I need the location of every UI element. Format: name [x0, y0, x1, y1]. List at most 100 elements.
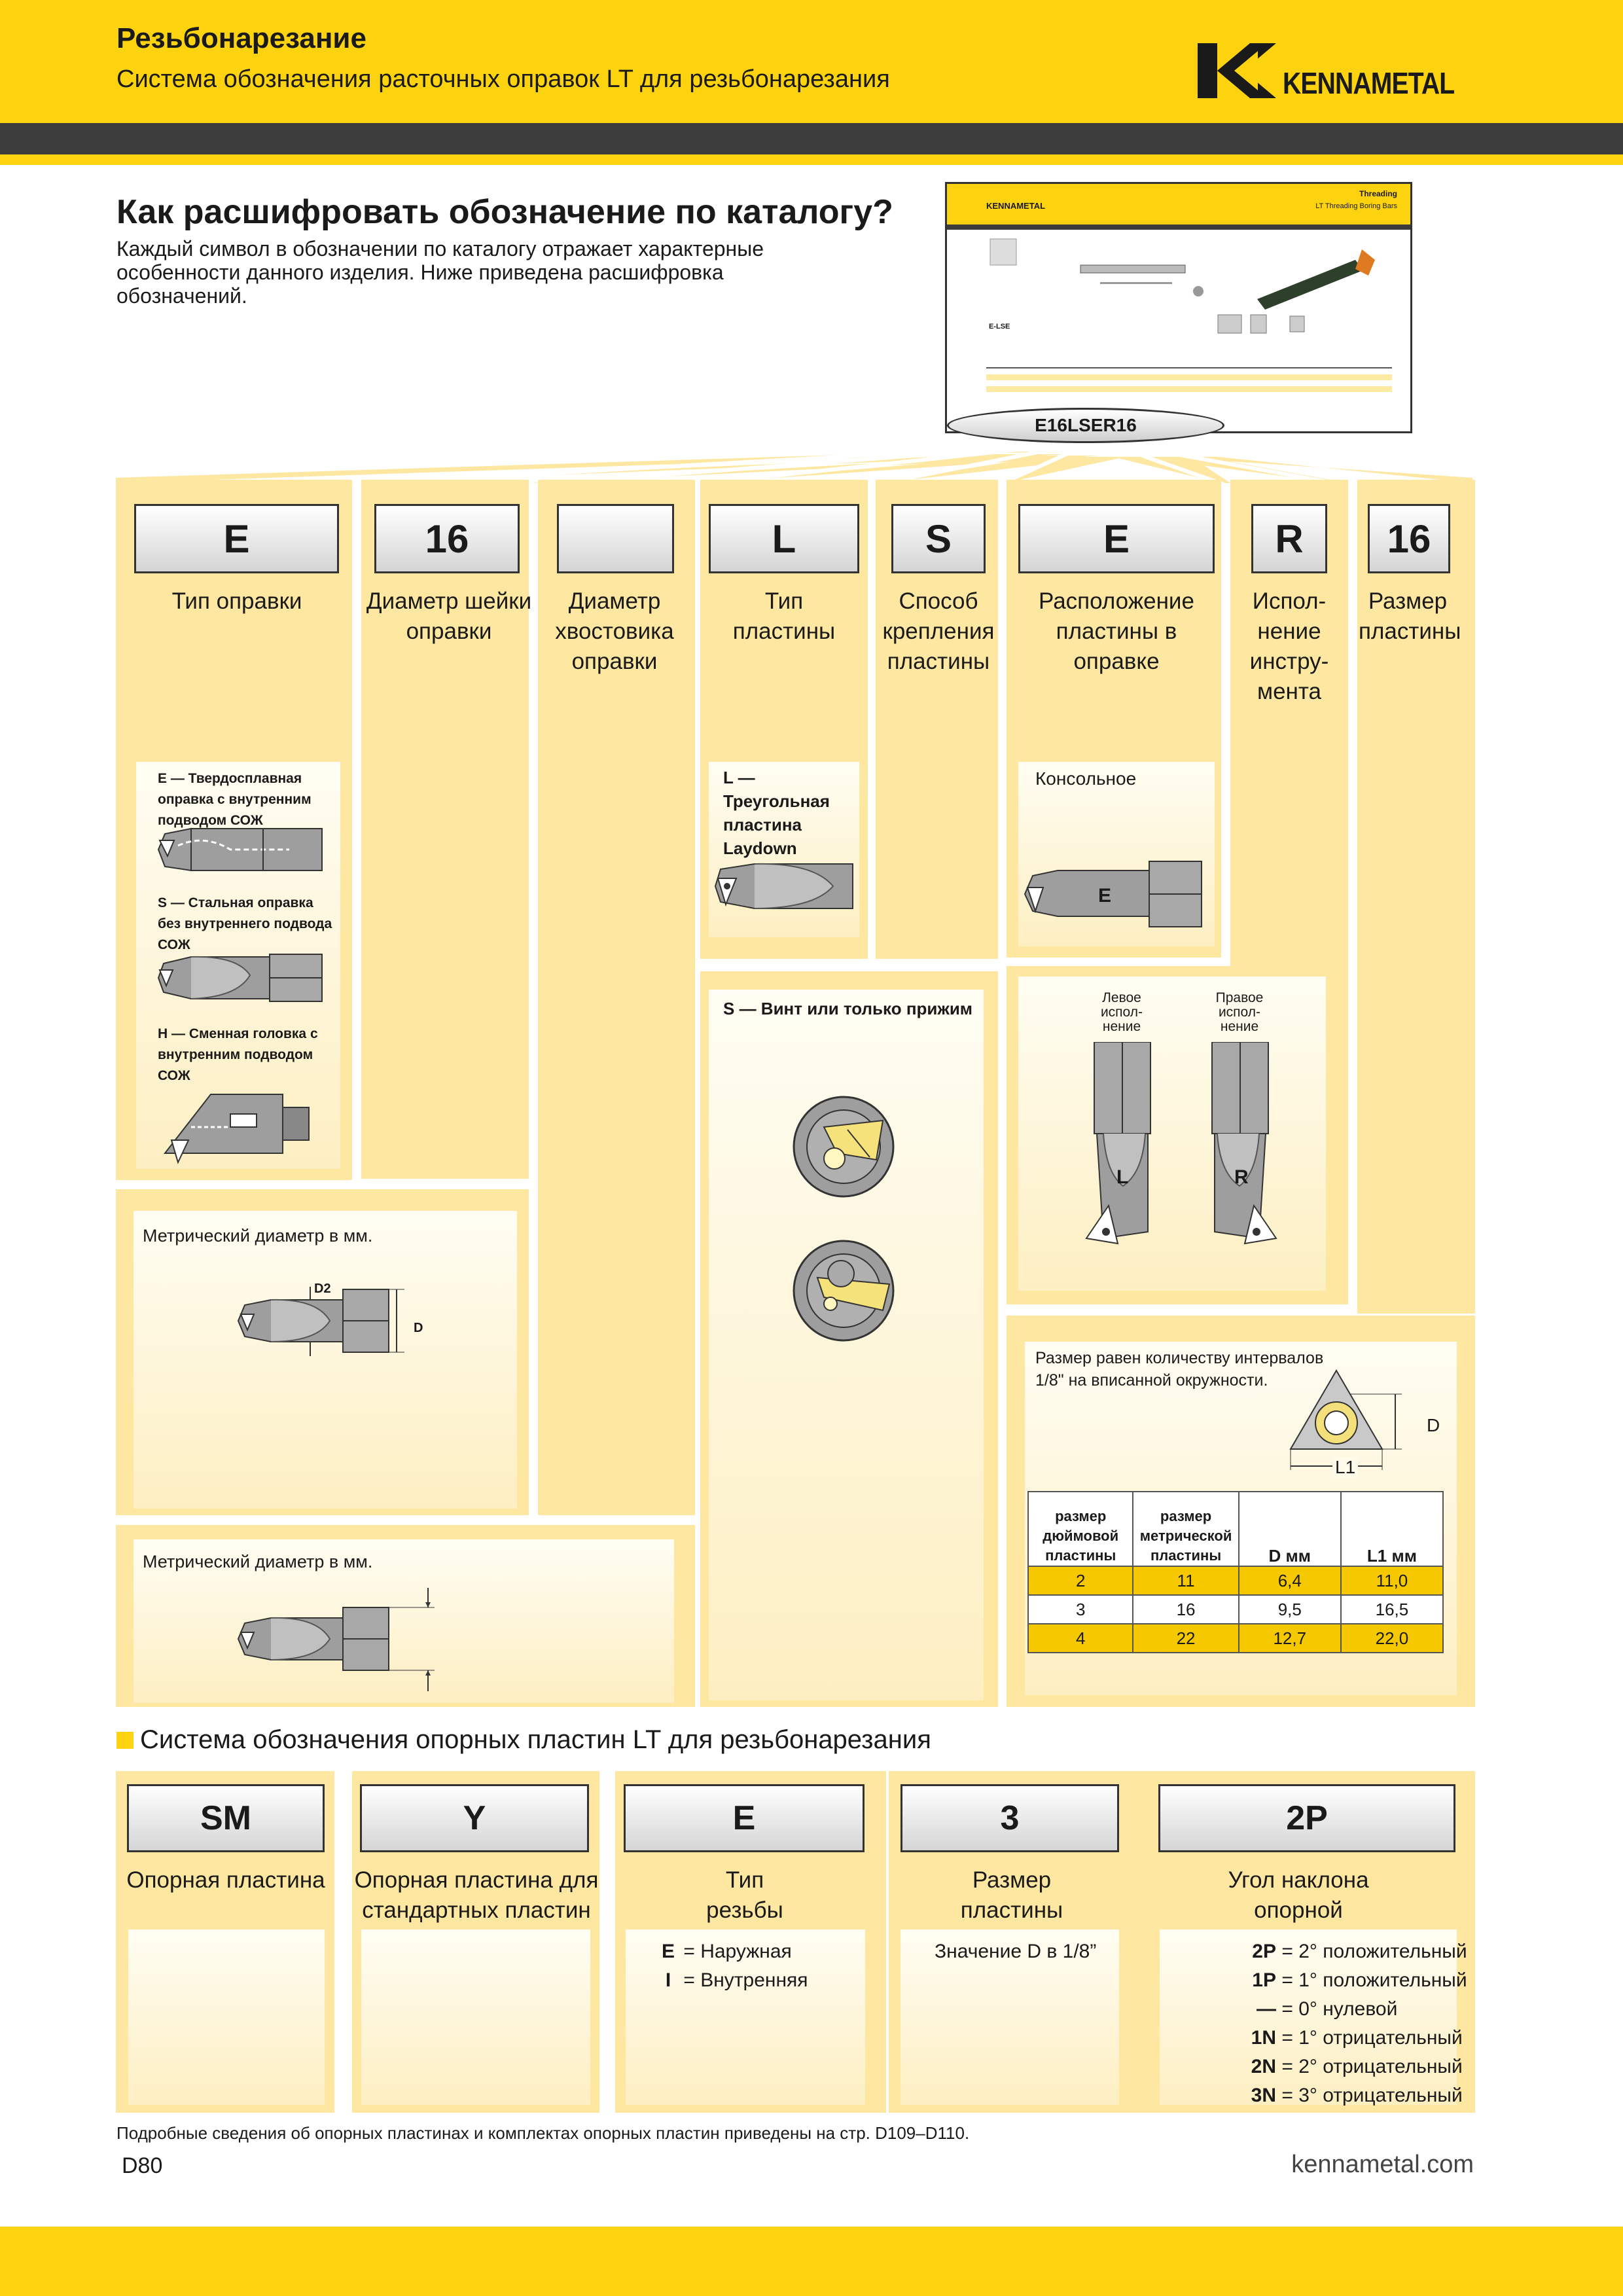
laydown-insert-icon [714, 863, 853, 909]
steel-bar-icon [157, 954, 323, 1002]
insert-l1-label: L1 [1332, 1457, 1359, 1478]
position-text: Консольное [1035, 768, 1137, 789]
shim-code-3: 3 [901, 1784, 1119, 1852]
table-cell: 16,5 [1340, 1594, 1444, 1624]
angle-key: 1P [1252, 1969, 1276, 1991]
clamping-panel: S — Винт или только прижим [709, 990, 984, 1700]
catalog-preview: KENNAMETAL Threading LT Threading Boring… [945, 182, 1412, 443]
kennametal-wordmark: KENNAMETAL [1283, 66, 1455, 100]
designation-text: E16LSER16 [1035, 415, 1137, 435]
label-insert-size: Размер пластины [1359, 588, 1461, 644]
label-clamping: Способ крепления пластины [882, 588, 995, 674]
page-number: D80 [122, 2153, 163, 2178]
preview-brand: KENNAMETAL [986, 201, 1046, 211]
overhung-bar-icon [1024, 861, 1202, 927]
label-insert-type: Тип пластины [732, 588, 836, 644]
footer-bar [0, 2227, 1623, 2296]
carbide-bar-icon [157, 827, 323, 872]
insert-size-panel: Размер равен количеству интервалов 1/8" … [1025, 1342, 1457, 1695]
shim-code-e: E [624, 1784, 865, 1852]
code-box-insert-type: L [709, 504, 859, 573]
angle-row: 2N = 2° отрицательный [1243, 2053, 1463, 2081]
shim-label-e: Тип резьбы [706, 1867, 783, 1923]
preview-subtitle: LT Threading Boring Bars [1315, 202, 1397, 210]
clamp-only-icon [793, 1240, 895, 1342]
thread-type-panel: E = Наружная I = Внутренняя [626, 1929, 865, 2105]
insert-type-panel: L — Треугольная пластина Laydown [709, 762, 859, 937]
insert-type-text: L — Треугольная пластина Laydown [723, 768, 830, 858]
column-insert-size [1357, 480, 1475, 1314]
table-cell: 9,5 [1238, 1594, 1342, 1624]
angle-key: — [1257, 1998, 1276, 2020]
shim-section-title: Система обозначения опорных пластин LT д… [140, 1725, 931, 1754]
shim-label-3: Размер пластины [960, 1867, 1063, 1923]
modular-head-icon [163, 1094, 310, 1164]
label-neck-diameter: Диаметр шейки оправки [366, 588, 532, 644]
shim-code-y: Y [360, 1784, 589, 1852]
right-hand-tool-icon [1211, 1042, 1277, 1245]
code-box-hand: R [1251, 504, 1327, 573]
label-position: Расположение пластины в оправке [1039, 588, 1194, 674]
label-bar-type: Тип оправки [171, 588, 302, 614]
hand-panel: Левое испол-нение Правое испол-нение L R [1018, 977, 1326, 1291]
angle-row: 2P = 2° положительный [1243, 1937, 1467, 1966]
page-subtitle: Система обозначения расточных оправок LT… [116, 65, 890, 93]
position-panel: Консольное E [1018, 762, 1215, 946]
header-bar [0, 0, 1623, 123]
angle-key: 1N [1251, 2027, 1276, 2049]
shim-size-panel: Значение D в 1/8” [901, 1929, 1119, 2105]
shank-diameter-text: Метрический диаметр в мм. [143, 1552, 373, 1571]
angle-row: 1P = 1° положительный [1243, 1966, 1467, 1995]
angle-panel: 2P = 2° положительный 1P = 1° положитель… [1160, 1929, 1467, 2106]
thread-type-value: Внутренняя [700, 1969, 808, 1991]
thread-type-row: I = Внутренняя [658, 1966, 808, 1995]
footer-note: Подробные сведения об опорных пластинах … [116, 2123, 970, 2143]
angle-row: 3N = 3° отрицательный [1243, 2081, 1463, 2110]
table-cell: 4 [1027, 1623, 1134, 1653]
preview-title: Threading [1359, 189, 1397, 198]
neck-diameter-panel: Метрический диаметр в мм. D2 D [134, 1211, 517, 1509]
table-cell: 11,0 [1340, 1566, 1444, 1596]
table-cell: 22,0 [1340, 1623, 1444, 1653]
preview-series: E-LSE [989, 323, 1010, 331]
bar-type-e-text: E — Твердосплавная оправка с внутренним … [158, 771, 312, 828]
angle-value: 1° отрицательный [1298, 2027, 1463, 2049]
shim-code-2p: 2P [1158, 1784, 1455, 1852]
column-neck-diameter [361, 480, 529, 1179]
table-cell: 6,4 [1238, 1566, 1342, 1596]
shim-size-note: Значение D в 1/8” [935, 1941, 1097, 1962]
code-box-position: E [1018, 504, 1215, 573]
triangle-insert-icon [1289, 1369, 1402, 1470]
table-cell: 22 [1132, 1623, 1240, 1653]
thread-type-row: E = Наружная [658, 1937, 792, 1966]
preview-tools-image [990, 238, 1375, 334]
shim-code-sm: SM [127, 1784, 325, 1852]
shank-diameter-panel: Метрический диаметр в мм. [134, 1539, 674, 1703]
insert-size-text: Размер равен количеству интервалов 1/8" … [1035, 1349, 1324, 1390]
page-title: Резьбонарезание [116, 22, 366, 54]
label-hand: Испол-нение инстру-мента [1249, 588, 1329, 704]
right-hand-mark: R [1234, 1166, 1249, 1188]
header-light-stripe [0, 154, 1623, 165]
table-cell: 12,7 [1238, 1623, 1342, 1653]
table-cell: 2 [1027, 1566, 1134, 1596]
kennametal-k-icon [1198, 43, 1276, 98]
code-box-shank-diameter [557, 504, 674, 573]
website-link[interactable]: kennametal.com [1291, 2151, 1474, 2178]
insert-d-label: D [1427, 1415, 1440, 1435]
left-hand-mark: L [1116, 1166, 1129, 1188]
column-shank-diameter [538, 480, 695, 1515]
angle-value: 3° отрицательный [1298, 2085, 1463, 2106]
angle-key: 2P [1252, 1941, 1276, 1962]
angle-value: 2° отрицательный [1298, 2056, 1463, 2077]
bar-type-s-text: S — Стальная оправка без внутреннего под… [158, 895, 332, 952]
intro-text: Каждый символ в обозначении по каталогу … [116, 237, 764, 308]
code-box-insert-size: 16 [1368, 504, 1450, 573]
shim-panel-sm [128, 1929, 325, 2105]
neck-d2-label: D2 [314, 1282, 331, 1296]
table-header: L1 мм [1340, 1491, 1444, 1567]
label-shank-diameter: Диаметр хвостовика оправки [555, 588, 674, 674]
header-dark-stripe [0, 123, 1623, 154]
screw-clamp-icon [793, 1096, 895, 1198]
angle-key: 3N [1251, 2085, 1276, 2106]
